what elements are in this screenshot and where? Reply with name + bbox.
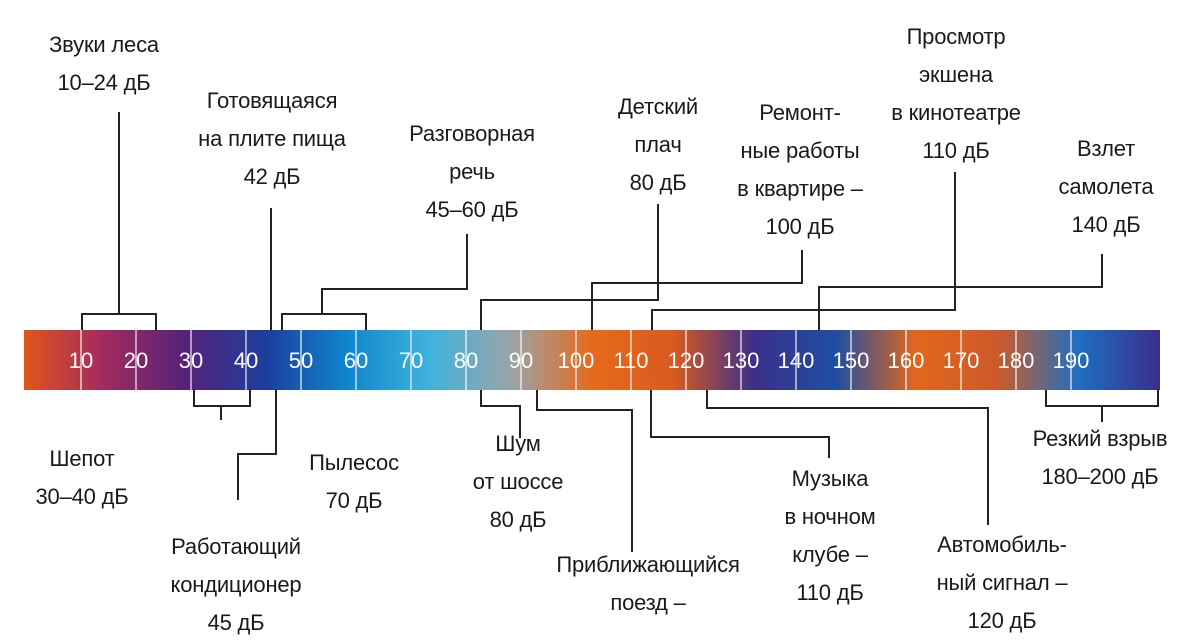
label-line: на плите пища [198, 126, 346, 151]
scale-tick-label: 180 [998, 348, 1035, 373]
label-line: 140 дБ [1071, 212, 1141, 237]
connector-line [81, 112, 157, 330]
label-whisper: Шепот 30–40 дБ [36, 440, 129, 516]
label-line: клубе – [792, 542, 868, 567]
scale-tick-label: 40 [234, 348, 258, 373]
label-line: Звуки леса [49, 32, 159, 57]
label-line: 110 дБ [796, 580, 864, 605]
label-line: 80 дБ [489, 507, 547, 532]
label-line: экшена [919, 62, 993, 87]
connector-line [651, 172, 956, 330]
label-baby-crying: Детский плач 80 дБ [618, 88, 698, 202]
scale-tick-label: 190 [1053, 348, 1090, 373]
label-line: плач [634, 132, 682, 157]
connector-line [1045, 390, 1159, 422]
label-line: Приближающийся [556, 552, 740, 577]
label-line: кондиционер [170, 572, 302, 597]
connector-line [237, 390, 277, 500]
label-line: в кинотеатре [891, 100, 1021, 125]
connector-lines [81, 112, 1159, 552]
scale-tick-label: 160 [888, 348, 925, 373]
scale-tick-label: 90 [509, 348, 533, 373]
label-highway-noise: Шум от шоссе 80 дБ [472, 425, 564, 539]
label-line: 10–24 дБ [57, 70, 151, 95]
scale-tick-label: 100 [558, 348, 595, 373]
connector-line [818, 254, 1103, 330]
decibel-scale-bar [24, 330, 1160, 390]
label-line: 100 дБ [765, 214, 835, 239]
scale-tick-label: 20 [124, 348, 148, 373]
scale-tick-label: 30 [179, 348, 203, 373]
diagram-graphics: 10 20 30 40 50 60 70 80 90 100 110 120 130 140 150 160 1… [24, 112, 1160, 552]
label-line: Взлет [1077, 136, 1135, 161]
label-cooking-food: Готовящаяся на плите пища 42 дБ [198, 82, 346, 196]
scale-tick-label: 50 [289, 348, 313, 373]
connector-line [706, 390, 989, 525]
label-forest-sounds: Звуки леса 10–24 дБ [49, 26, 159, 102]
scale-tick-label: 120 [668, 348, 705, 373]
scale-tick-label: 110 [613, 348, 648, 373]
label-line: 120 дБ [967, 608, 1037, 633]
label-line: Детский [617, 94, 699, 119]
label-line: ный сигнал – [936, 570, 1068, 595]
label-line: Готовящаяся [206, 88, 338, 113]
label-line: Работающий [171, 534, 301, 559]
label-renovation: Ремонт-ные работы в квартире – 100 дБ [737, 94, 863, 246]
label-airplane-takeoff: Взлет самолета 140 дБ [1059, 130, 1154, 244]
label-action-movie: Просмотр экшена в кинотеатре 110 дБ [891, 18, 1021, 170]
connector-line [591, 250, 803, 330]
scale-tick-label: 60 [344, 348, 368, 373]
label-line: поезд – [610, 590, 686, 615]
label-line: Шепот [49, 446, 115, 471]
scale-tick-label: 150 [833, 348, 870, 373]
label-line: Просмотр [906, 24, 1006, 49]
scale-tick-label: 70 [399, 348, 423, 373]
connector-line [536, 390, 633, 552]
connector-line [281, 234, 468, 330]
label-conversation: Разговорная речь 45–60 дБ [409, 115, 535, 229]
label-line: Шум [495, 431, 541, 456]
label-vacuum-cleaner: Пылесос 70 дБ [309, 444, 399, 520]
label-line: 45 дБ [207, 610, 265, 635]
label-line: ные работы [740, 138, 860, 163]
label-line: Разговорная [409, 121, 535, 146]
label-line: 180–200 дБ [1041, 464, 1159, 489]
label-approaching-train: Приближающийся поезд – [556, 546, 740, 622]
label-line: Автомобиль- [937, 532, 1067, 557]
label-line: 70 дБ [325, 488, 383, 513]
label-car-horn: Автомобиль-ный сигнал – 120 дБ [937, 526, 1068, 640]
label-sharp-explosion: Резкий взрыв 180–200 дБ [1033, 420, 1168, 496]
label-line: Музыка [791, 466, 869, 491]
label-line: от шоссе [472, 469, 564, 494]
label-line: самолета [1058, 174, 1154, 199]
label-line: 80 дБ [629, 170, 687, 195]
scale-tick-label: 10 [69, 348, 93, 373]
connector-line [650, 390, 830, 458]
label-line: Ремонт- [759, 100, 841, 125]
label-line: в квартире – [737, 176, 863, 201]
label-nightclub-music: Музыка в ночном клубе – 110 дБ [784, 460, 875, 612]
label-line: речь [449, 159, 495, 184]
scale-tick-label: 140 [778, 348, 815, 373]
label-air-conditioner: Работающий кондиционер 45 дБ [171, 528, 302, 642]
decibel-scale-diagram: 10 20 30 40 50 60 70 80 90 100 110 120 130 140 150 160 1… [24, 18, 1168, 635]
label-line: Резкий взрыв [1032, 426, 1168, 451]
label-line: 30–40 дБ [35, 484, 129, 509]
connector-line [480, 390, 521, 438]
label-line: в ночном [784, 504, 876, 529]
label-line: Пылесос [309, 450, 399, 475]
scale-tick-label: 130 [723, 348, 760, 373]
label-line: 45–60 дБ [425, 197, 519, 222]
label-line: 110 дБ [922, 138, 990, 163]
connector-line [193, 390, 251, 420]
connector-line [480, 204, 659, 330]
scale-tick-label: 170 [943, 348, 980, 373]
label-line: 42 дБ [243, 164, 301, 189]
scale-tick-label: 80 [454, 348, 478, 373]
